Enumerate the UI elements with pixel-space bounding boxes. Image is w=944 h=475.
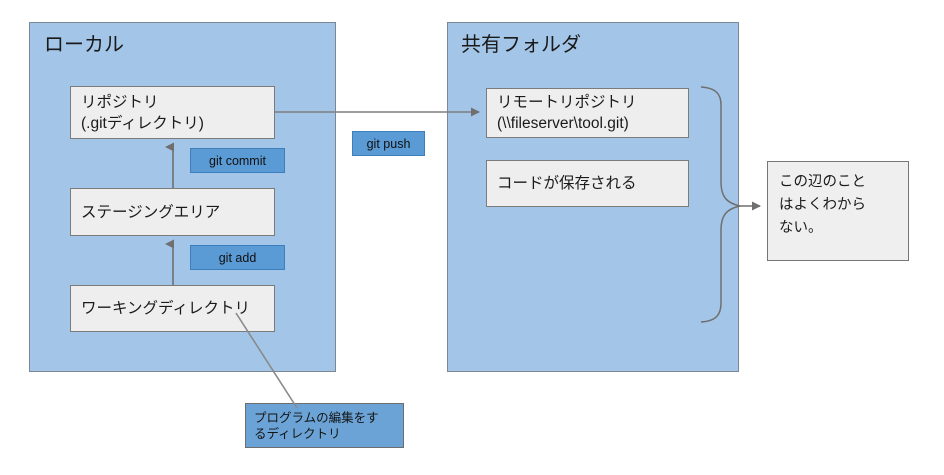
node-working-directory[interactable]: ワーキングディレクトリ: [70, 285, 275, 332]
command-git-add[interactable]: git add: [190, 245, 285, 270]
node-remote-repository-label: リモートリポジトリ (\\fileserver\tool.git): [497, 94, 637, 132]
annotation-working-directory-note[interactable]: プログラムの編集をす るディレクトリ: [245, 403, 404, 448]
node-repository[interactable]: リポジトリ (.gitディレクトリ): [70, 86, 275, 139]
node-working-directory-label: ワーキングディレクトリ: [81, 300, 250, 317]
command-git-commit[interactable]: git commit: [190, 148, 285, 173]
local-container-title: ローカル: [44, 34, 124, 56]
command-git-commit-label: git commit: [209, 153, 266, 168]
command-git-add-label: git add: [218, 250, 257, 265]
annotation-working-directory-note-label: プログラムの編集をす るディレクトリ: [254, 410, 379, 441]
node-code-stored-label: コードが保存される: [497, 175, 637, 192]
node-repository-label: リポジトリ (.gitディレクトリ): [81, 93, 204, 132]
command-git-push-label: git push: [366, 136, 411, 151]
node-staging-area[interactable]: ステージングエリア: [70, 188, 275, 236]
annotation-shared-folder-note[interactable]: この辺のこと はよくわから ない。: [767, 161, 909, 261]
command-git-push[interactable]: git push: [352, 131, 425, 156]
node-code-stored[interactable]: コードが保存される: [486, 160, 689, 207]
shared-folder-container-title: 共有フォルダ: [461, 34, 581, 56]
node-staging-area-label: ステージングエリア: [81, 203, 221, 221]
annotation-shared-folder-note-label: この辺のこと はよくわから ない。: [779, 174, 866, 236]
node-remote-repository[interactable]: リモートリポジトリ (\\fileserver\tool.git): [486, 88, 689, 138]
